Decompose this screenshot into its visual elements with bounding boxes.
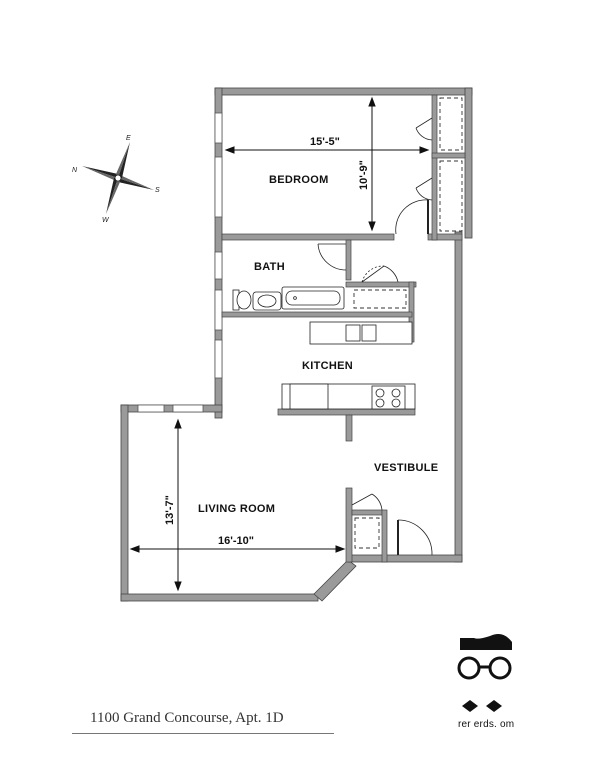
room-label-living-room: LIVING ROOM — [198, 503, 275, 515]
room-label-bedroom: BEDROOM — [269, 174, 329, 186]
room-label-bath: BATH — [254, 261, 285, 273]
dim-living-width: 16'-10" — [218, 535, 254, 547]
interior-walls — [221, 94, 466, 563]
windows — [137, 112, 223, 413]
compass-icon — [82, 142, 154, 214]
dimension-lines — [129, 96, 430, 592]
room-label-kitchen: KITCHEN — [302, 360, 353, 372]
kitchen-fixtures — [281, 321, 416, 410]
bath-fixtures — [232, 286, 345, 311]
dim-bedroom-width: 15'-5" — [310, 136, 340, 148]
closets — [353, 97, 463, 549]
address-underline — [72, 733, 334, 734]
compass-w: W — [102, 217, 110, 224]
dim-bedroom-depth: 10'-9" — [358, 160, 370, 190]
dim-living-depth: 13'-7" — [164, 495, 176, 525]
compass-n: N — [72, 167, 78, 174]
brand-text: rer erds. om — [458, 719, 515, 730]
compass-e: E — [126, 135, 131, 142]
address-caption: 1100 Grand Concourse, Apt. 1D — [90, 710, 284, 726]
doors — [317, 117, 433, 556]
room-label-vestibule: VESTIBULE — [374, 462, 438, 474]
compass-s: S — [155, 187, 160, 194]
logo-icon — [457, 634, 512, 712]
